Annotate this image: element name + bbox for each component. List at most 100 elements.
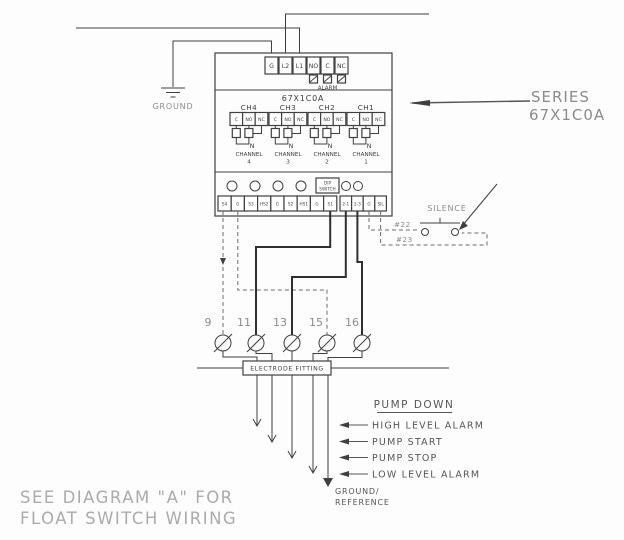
electrode-wiring: 9 11 13 15 16 <box>197 211 449 487</box>
controller-unit: G L2 L1 NO C NC ALARM 67X1C0A <box>214 52 393 217</box>
bt-hs1-label: HS1 <box>300 202 309 207</box>
ch1-cell-c-label: C <box>352 117 355 123</box>
ground-reference-arrowhead <box>323 478 333 487</box>
probe-tip-1 <box>252 418 262 428</box>
series-arrow-line <box>411 100 531 104</box>
ch2-number: 2 <box>325 160 329 166</box>
channel-2-group: CH2 C NO NC N CHANNEL 2 <box>307 103 347 166</box>
note-line-2: FLOAT SWITCH WIRING <box>20 509 237 528</box>
ch2-relay-contact-2 <box>322 127 332 139</box>
ch4-number: 4 <box>247 160 251 166</box>
ch3-number: 3 <box>286 160 290 166</box>
terminal-no-label: NO <box>309 63 319 70</box>
adjust-pot-6[interactable] <box>353 181 363 191</box>
electrode-13-wire <box>291 211 347 335</box>
channel-3-header: CH3 <box>280 103 297 112</box>
silence-contact-left[interactable] <box>421 228 429 236</box>
terminal-nc-label: NC <box>337 63 346 70</box>
ch2-relay-n: N <box>328 142 333 150</box>
bt-s1-label: S1 <box>328 202 334 207</box>
probe-wire-5 <box>327 351 363 478</box>
ground-symbol <box>161 87 185 98</box>
electrode-16-wire <box>356 211 363 335</box>
bt-hs2-label: HS2 <box>260 202 269 207</box>
ch2-cell-c-label: C <box>313 117 316 123</box>
probe-tip-4 <box>308 465 318 475</box>
dip-switch-label-2: SWITCH <box>319 187 335 192</box>
wire-23-label: #23 <box>396 235 413 244</box>
ch4-relay-contact-1 <box>231 127 241 139</box>
terminal-c-label: C <box>325 63 329 70</box>
silence-label: SILENCE <box>427 204 466 213</box>
ground-wire <box>172 40 272 87</box>
bt-s4-label: S4 <box>222 202 228 207</box>
adjust-pot-5[interactable] <box>341 181 351 191</box>
adjust-pot-1[interactable] <box>226 180 238 192</box>
ch4-cell-nc-label: NC <box>258 117 265 123</box>
ch4-cell-c-label: C <box>235 117 238 123</box>
dip-switch-label-1: DIP <box>324 181 331 186</box>
legend-arrow-3 <box>339 454 349 461</box>
probe-wire-1 <box>222 351 258 426</box>
bt-21-label: 2-1 <box>342 202 349 207</box>
adjustment-row: DIP SWITCH <box>226 177 363 194</box>
bt-s2-label: S2 <box>288 202 294 207</box>
wire-22-label: #22 <box>394 220 411 229</box>
silence-pushbutton-bar[interactable] <box>420 218 460 224</box>
series-callout: SERIES 67X1C0A <box>409 88 604 124</box>
ch1-relay-contact-2 <box>361 127 371 139</box>
electrode-9-slash <box>213 333 233 353</box>
legend-item-pump-start: PUMP START <box>339 437 442 448</box>
bt-23-label: 2-3 <box>354 202 361 207</box>
legend-label-4: LOW LEVEL ALARM <box>372 470 480 481</box>
electrode-9-wire-arrow <box>220 258 226 265</box>
ch2-relay-contact-1 <box>309 127 319 139</box>
terminal-l2 <box>278 56 293 75</box>
legend-label-3: PUMP STOP <box>372 453 437 464</box>
ch4-relay-contact-2 <box>244 127 254 139</box>
silence-wire-23 <box>380 211 488 246</box>
probe-tip-2 <box>267 434 277 444</box>
alarm-contact-stubs <box>308 74 347 84</box>
ch4-cell-no-label: NO <box>245 117 252 123</box>
top-terminal-block: G L2 L1 NO C NC ALARM <box>264 56 349 91</box>
channel-3-group: CH3 C NO NC N CHANNEL 3 <box>268 103 308 166</box>
probe-wire-2 <box>255 351 273 442</box>
terminal-nc <box>334 56 349 75</box>
electrode-11-slash <box>246 333 266 353</box>
dip-switch[interactable] <box>315 177 340 194</box>
legend-arrow-2 <box>339 438 349 445</box>
terminal-c <box>320 56 335 75</box>
legend-title: PUMP DOWN <box>374 399 455 411</box>
electrode-terminals <box>213 333 372 353</box>
adjust-pot-4[interactable] <box>295 180 307 192</box>
silence-contact-right[interactable] <box>451 228 459 236</box>
silence-pointer-arrowhead <box>459 221 468 230</box>
ch1-relay-contact-1 <box>348 127 358 139</box>
adjust-pot-3[interactable] <box>272 180 284 192</box>
ch3-relay-contact-1 <box>270 127 280 139</box>
ch2-cell-no-label: NO <box>323 117 330 123</box>
legend-ground-reference: GROUND/ REFERENCE <box>335 487 390 507</box>
bt-g4-label: G <box>367 202 370 207</box>
legend-item-pump-stop: PUMP STOP <box>339 453 437 464</box>
ch4-relay-bridge <box>235 137 250 145</box>
note-line-1: SEE DIAGRAM "A" FOR <box>20 488 234 507</box>
ch4-relay-n: N <box>250 142 255 150</box>
terminal-l1-label: L1 <box>296 63 303 70</box>
electrode-13-slash <box>282 333 302 353</box>
bt-s3-label: S3 <box>248 202 254 207</box>
ch2-relay-bridge <box>313 137 328 145</box>
ch2-caption: CHANNEL <box>314 152 342 158</box>
bt-g1-label: G <box>236 202 239 207</box>
electrode-16-slash <box>352 333 372 353</box>
legend-ground-label-2: REFERENCE <box>335 498 390 507</box>
adjust-pot-2[interactable] <box>249 180 261 192</box>
electrode-15-number: 15 <box>309 316 323 329</box>
ch3-cell-nc-label: NC <box>297 117 304 123</box>
channel-4-header: CH4 <box>241 103 258 112</box>
unit-model-label: 67X1C0A <box>282 94 325 103</box>
ch3-relay-n: N <box>289 142 294 150</box>
terminal-g-label: G <box>269 63 274 70</box>
